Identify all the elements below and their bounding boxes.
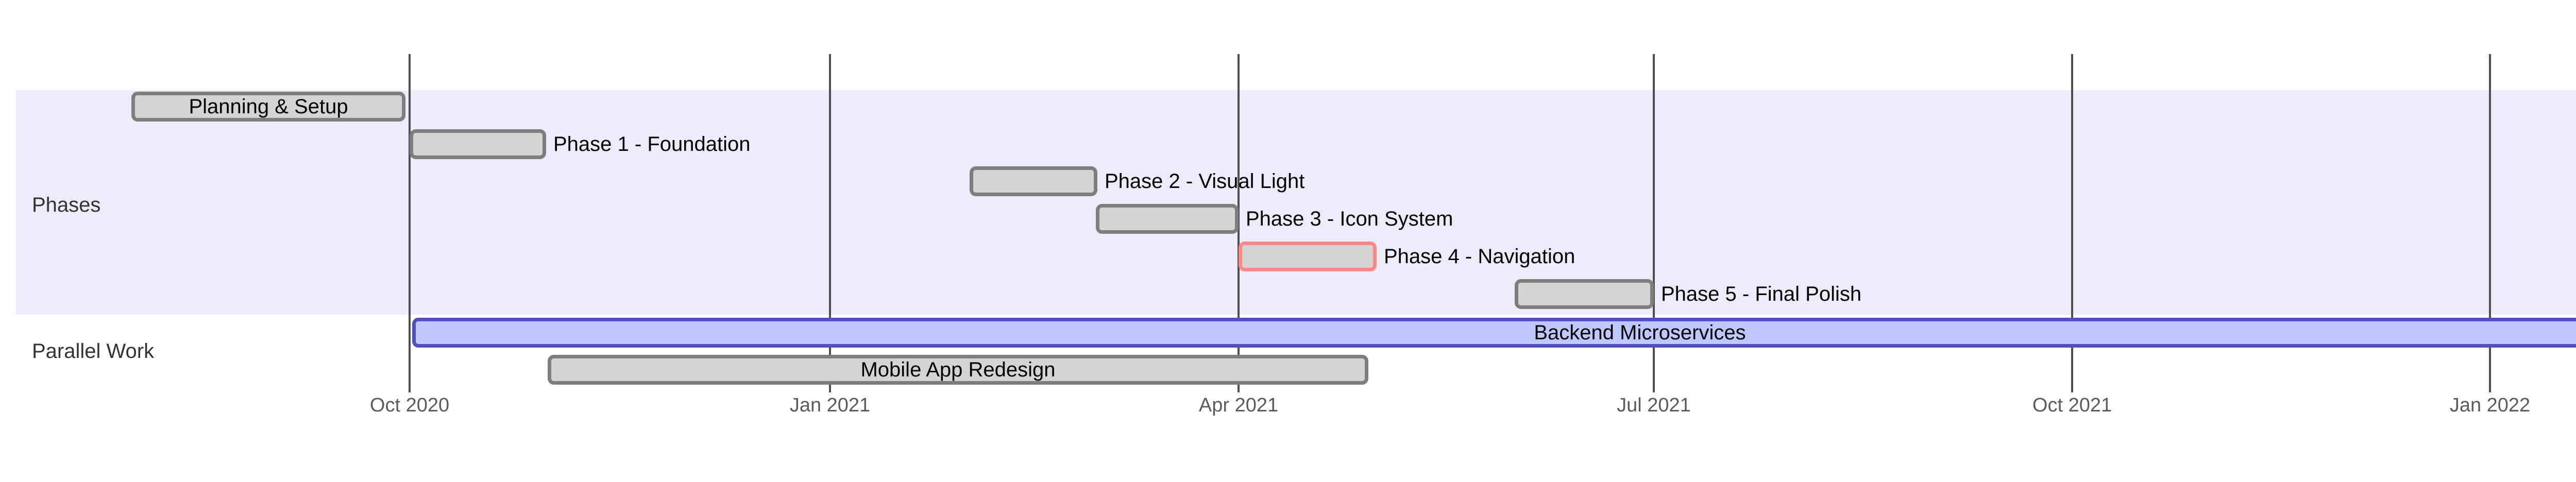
axis-tick-label-jul-2021: Jul 2021 <box>1617 394 1691 416</box>
axis-tick-label-oct-2020: Oct 2020 <box>369 394 450 416</box>
task-label-phase-2-visual-light: Phase 2 - Visual Light <box>1105 170 1305 193</box>
task-bar-label: Planning & Setup <box>189 95 348 118</box>
section-label-parallel-work: Parallel Work <box>32 340 155 363</box>
gridline-apr-2021 <box>1238 54 1240 392</box>
gridline-jan-2021 <box>829 54 831 392</box>
task-bar-phase-4-navigation <box>1239 242 1377 271</box>
gridline-jan-2022 <box>2489 54 2491 392</box>
task-bar-phase-5-final-polish <box>1515 279 1654 309</box>
axis-tick-label-apr-2021: Apr 2021 <box>1198 394 1279 416</box>
axis-tick-label-jan-2021: Jan 2021 <box>789 394 871 416</box>
task-bar-planning-setup: Planning & Setup <box>131 92 405 122</box>
task-bar-phase-1-foundation <box>410 129 546 159</box>
task-bar-phase-3-icon-system <box>1096 204 1239 234</box>
section-label-phases: Phases <box>32 194 101 216</box>
task-bar-label: Mobile App Redesign <box>860 358 1056 381</box>
axis-tick-label-oct-2021: Oct 2021 <box>2032 394 2112 416</box>
task-label-phase-3-icon-system: Phase 3 - Icon System <box>1246 208 1453 230</box>
task-bar-phase-2-visual-light <box>970 166 1097 196</box>
task-label-phase-5-final-polish: Phase 5 - Final Polish <box>1661 283 1862 305</box>
task-label-phase-1-foundation: Phase 1 - Foundation <box>553 133 751 156</box>
task-bar-label: Backend Microservices <box>1534 321 1746 344</box>
gridline-jul-2021 <box>1653 54 1655 392</box>
task-bar-backend-microservices: Backend Microservices <box>412 318 2576 348</box>
axis-tick-label-jan-2022: Jan 2022 <box>2449 394 2531 416</box>
gridline-oct-2020 <box>409 54 411 392</box>
task-label-phase-4-navigation: Phase 4 - Navigation <box>1384 245 1575 268</box>
gridline-oct-2021 <box>2071 54 2073 392</box>
section-band-phases <box>16 90 2576 315</box>
task-bar-mobile-app-redesign: Mobile App Redesign <box>548 355 1368 385</box>
